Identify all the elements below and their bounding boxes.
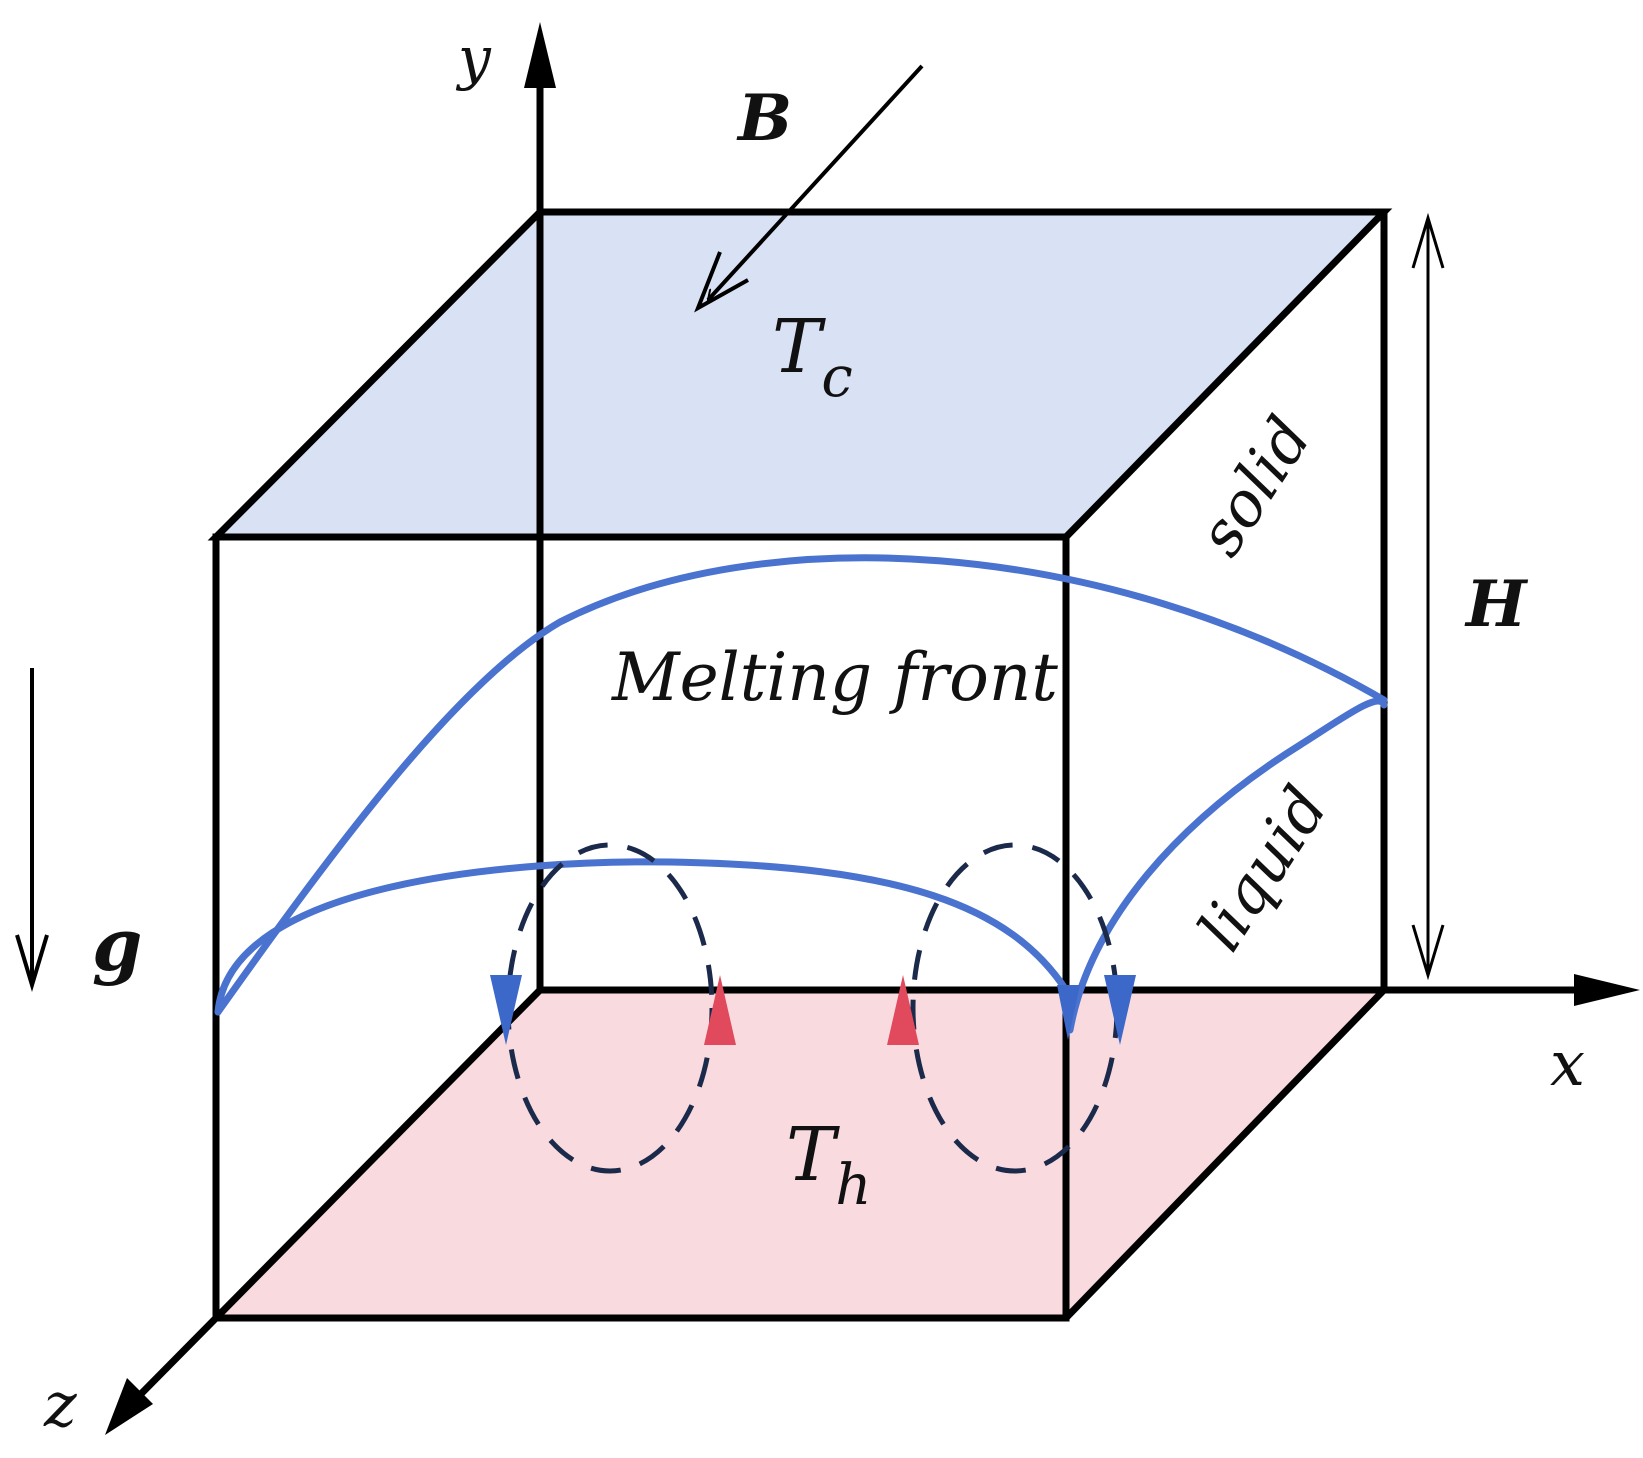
- bottom-left-diag-edge: [213, 987, 543, 1321]
- hot-wall-label: Th: [786, 1112, 871, 1218]
- enclosure-edges: [207, 208, 1393, 1322]
- gravity-label: g: [92, 902, 142, 987]
- x-axis-arrowhead: [1574, 974, 1640, 1006]
- x-axis-label: x: [1550, 1027, 1585, 1100]
- z-axis-label: z: [43, 1368, 77, 1441]
- left-vortex-down-arrow: [490, 975, 522, 1045]
- melting-front-right-curve: [1066, 697, 1388, 1034]
- left-vortex-up-arrow: [704, 975, 736, 1045]
- solid-region-label: solid: [1183, 404, 1325, 568]
- height-label: H: [1464, 567, 1529, 642]
- right-vortex-down-arrow: [1104, 975, 1136, 1045]
- height-dimension: [1411, 212, 1445, 981]
- bottom-right-diag-edge: [1063, 987, 1387, 1321]
- magnetic-field-arrow: [706, 64, 924, 300]
- axes: [105, 22, 1640, 1435]
- gravity-arrow: [15, 668, 49, 992]
- melting-front: [214, 554, 1388, 1034]
- top-face-cold: [216, 212, 1384, 537]
- front-corner-down-arrow: [1057, 985, 1080, 1040]
- z-axis-line: [132, 1315, 219, 1403]
- melting-front-bottom-curve: [214, 858, 1072, 1024]
- y-axis-label: y: [455, 24, 492, 92]
- bottom-face-hot: [216, 990, 1384, 1318]
- melting-front-label: Melting front: [611, 639, 1058, 716]
- liquid-region-label: liquid: [1183, 773, 1342, 963]
- cold-wall-label: Tc: [772, 304, 853, 410]
- y-axis-arrowhead: [524, 22, 556, 88]
- right-vortex-up-arrow: [887, 975, 919, 1045]
- z-axis-arrowhead: [105, 1378, 153, 1435]
- magnetic-field-label: B: [736, 81, 792, 156]
- melting-front-top-curve: [214, 554, 1388, 1016]
- magnetic-field-arrowhead: [694, 251, 749, 313]
